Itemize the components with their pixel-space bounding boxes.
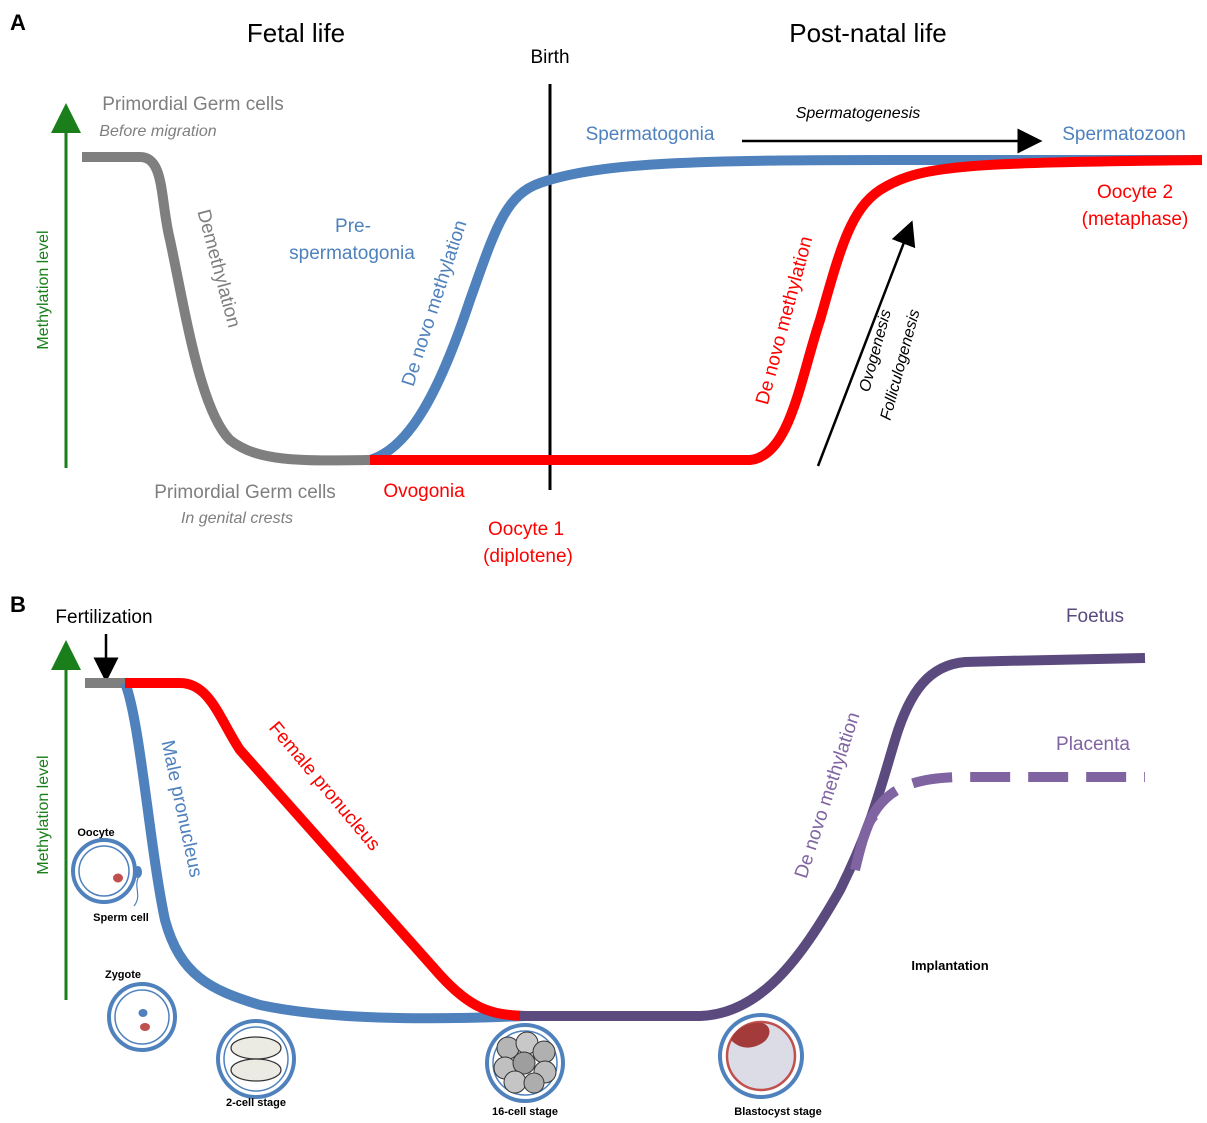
sixteen-cell-label: 16-cell stage [492,1106,558,1118]
oocyte2-line1: Oocyte 2 [1097,182,1173,203]
female-pronucleus-curve [125,678,526,1021]
y-axis-label-b: Methylation level [35,755,52,874]
placenta-methylation-curve [865,772,1145,823]
pre-spermatogonia-line1: Pre- [335,216,371,237]
postnatal-life-label: Post-natal life [789,18,947,48]
blastocyst-label: Blastocyst stage [734,1106,821,1118]
spermatogonia-label: Spermatogonia [586,124,715,145]
implantation-label: Implantation [911,958,988,973]
y-axis-label-a: Methylation level [35,230,52,349]
foetus-label: Foetus [1066,606,1124,627]
oocyte1-line1: Oocyte 1 [488,519,564,540]
male-pronucleus-curve [120,681,526,1024]
pgc-top-sublabel: Before migration [99,123,216,140]
de-novo-methylation-red-label: De novo methylation [752,234,817,407]
pgc-demethylation-curve [82,152,373,466]
spermatogenesis-label: Spermatogenesis [796,105,921,122]
pgc-top-label: Primordial Germ cells [102,94,284,115]
demethylation-label: Demethylation [192,207,244,330]
female-pronucleus-label: Female pronucleus [264,718,384,855]
blastocyst-illustration [718,1013,804,1099]
female-methylation-curve [370,155,1203,465]
placenta-branch-point [850,810,879,872]
oocyte-label: Oocyte [77,827,114,839]
oocyte-sperm-illustration [71,838,142,907]
zygote-label: Zygote [105,969,141,981]
spermatozoon-label: Spermatozoon [1062,124,1186,145]
pgc-bottom-label: Primordial Germ cells [154,482,336,503]
panel-a-letter: A [10,10,26,35]
placenta-label: Placenta [1056,734,1130,755]
oocyte1-line2: (diplotene) [483,546,573,567]
foetus-methylation-curve [520,653,1146,1021]
ovogonia-label: Ovogonia [383,481,465,502]
birth-label: Birth [530,47,569,68]
oocyte2-line2: (metaphase) [1082,209,1189,230]
ovogenesis-arrow [816,220,916,467]
panel-b-letter: B [10,592,26,617]
fetal-life-label: Fetal life [247,18,345,48]
two-cell-illustration [216,1019,296,1099]
pre-spermatogonia-line2: spermatogonia [289,243,415,264]
pgc-bottom-sublabel: In genital crests [181,510,293,527]
two-cell-label: 2-cell stage [226,1097,286,1109]
fertilization-label: Fertilization [55,607,152,628]
male-methylation-curve [368,155,1200,465]
sixteen-cell-illustration [485,1023,565,1103]
zygote-illustration [107,982,177,1052]
male-pronucleus-label: Male pronucleus [157,738,207,879]
sperm-cell-label: Sperm cell [93,912,149,924]
